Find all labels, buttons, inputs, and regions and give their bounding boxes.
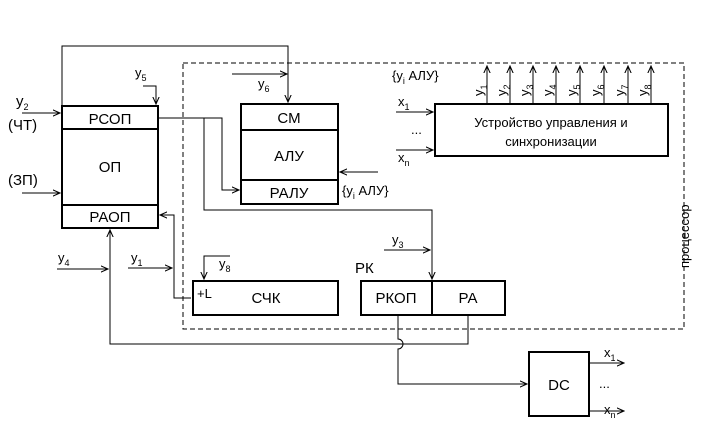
signal-y2-label: y2 [16,93,29,112]
wire-y8 [204,255,230,279]
signal-y8-label: y8 [219,256,231,274]
wire-rsop-to-ralu [158,117,239,190]
control-unit-block: Устройство управления и синхронизации [434,103,669,157]
svg-text:y8: y8 [635,84,653,96]
wire-y5 [143,85,156,104]
wire-rsop-to-ra [158,117,432,279]
svg-text:y5: y5 [564,84,582,96]
memory-title: ОП [99,159,121,176]
wire-opcode-to-decoder [397,315,527,384]
control-unit-line2: синхронизации [505,134,597,149]
read-label: (ЧТ) [8,117,37,134]
alu-block: СМ АЛУ РАЛУ [240,103,339,205]
svg-text:y1: y1 [471,84,489,96]
memory-address-register: РАОП [89,209,130,226]
decoder-block: DC [528,351,590,417]
svg-text:y3: y3 [517,84,535,96]
alu-control-label-bottom: {yi АЛУ} [342,183,389,201]
decoder-out-ellipsis: ... [599,376,610,391]
svg-text:y2: y2 [494,84,512,96]
wire-ra-to-raop [110,230,469,345]
inputs-ellipsis: ... [411,122,422,137]
instruction-counter-block: +L СЧК [192,280,339,316]
svg-text:y6: y6 [588,84,606,96]
counter-title: СЧК [251,290,280,307]
control-unit-line1: Устройство управления и [474,115,627,130]
counter-increment-label: +L [197,286,212,301]
opcode-register: РКОП [375,290,416,307]
alu-register: РАЛУ [270,185,309,202]
input-xn-label: xn [398,150,410,168]
control-outputs [487,66,651,104]
decoder-title: DC [548,377,570,394]
memory-data-register: РСОП [89,111,132,128]
signal-y3-label: y3 [392,232,404,250]
control-output-labels: y1 y2 y3 y4 y5 y6 y7 y8 [471,84,653,96]
signal-y5-label: y5 [135,65,147,83]
write-label: (ЗП) [8,172,38,189]
processor-label: процессор [677,204,692,268]
processor-boundary [182,62,685,330]
alu-adder: СМ [277,110,300,127]
decoder-out-xn-label: xn [604,402,616,420]
address-register: РА [458,290,477,307]
input-x1-label: x1 [398,94,410,112]
memory-block: РСОП ОП РАОП [61,105,159,229]
signal-y4-label: y4 [58,250,70,268]
alu-control-label-top: {yi АЛУ} [392,68,439,86]
signal-y1-label: y1 [131,250,143,268]
instruction-register-block: РКОП РА РК [355,260,506,316]
signal-y6-label: y6 [258,76,270,94]
instruction-register-label: РК [355,260,374,277]
wire-memory-to-adder [61,45,288,106]
decoder-out-x1-label: x1 [604,345,616,363]
wire-counter-to-raop [160,215,191,299]
alu-title: АЛУ [274,148,304,165]
svg-text:y4: y4 [540,84,558,96]
svg-text:y7: y7 [612,84,630,96]
